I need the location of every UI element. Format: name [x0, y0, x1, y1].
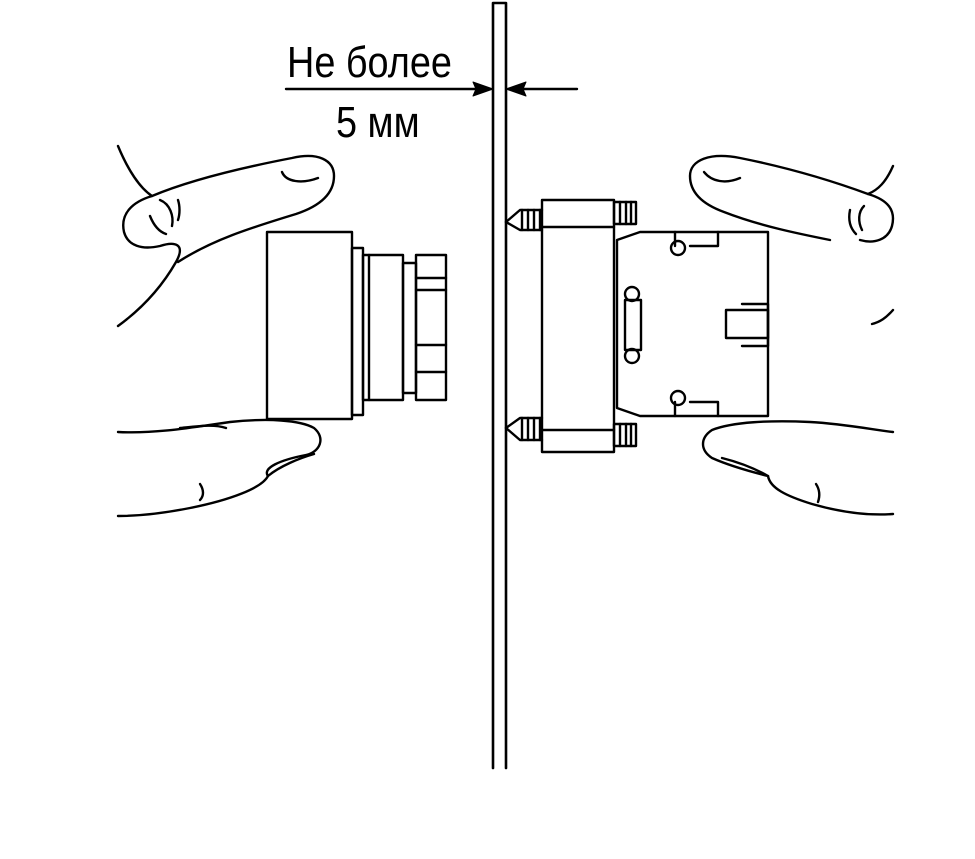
dimension-label-line2: 5 мм [336, 98, 420, 147]
contact-block [504, 198, 770, 454]
button-actuator [265, 230, 448, 421]
panel-wall [491, 1, 508, 770]
left-hand [116, 144, 336, 518]
dimension-arrows [284, 81, 579, 97]
right-hand [688, 154, 895, 516]
arrowhead-left [505, 81, 527, 97]
dimension-label-line1: Не более [287, 38, 452, 87]
arrowhead-right [472, 81, 494, 97]
